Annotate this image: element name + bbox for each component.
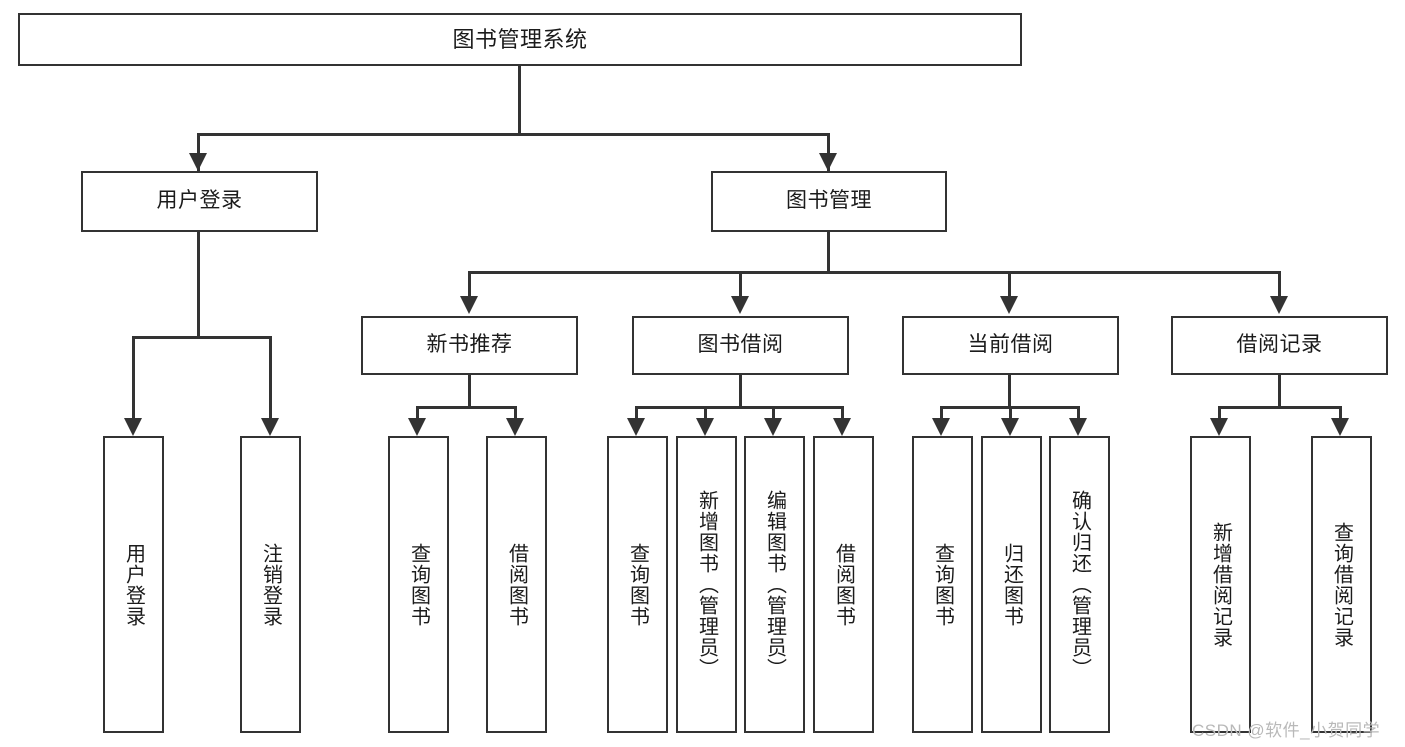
user-login-r	[269, 336, 272, 418]
record-bar	[1219, 406, 1342, 409]
arrow-lvl2-b	[731, 296, 749, 314]
node-level2-label: 当前借阅	[967, 333, 1054, 357]
node-level1-label: 用户登录	[156, 189, 243, 213]
root-stem	[518, 66, 521, 133]
node-leaf-label: 新增借阅记录	[1209, 521, 1232, 648]
recommend-l	[416, 406, 419, 418]
watermark: CSDN @软件_小贺同学	[1192, 721, 1381, 740]
node-level2-label: 借阅记录	[1236, 333, 1323, 357]
record-stem	[1278, 375, 1281, 406]
lvl2-bar	[469, 271, 1281, 274]
node-level2-new-book-recommend[interactable]: 新书推荐	[361, 316, 578, 375]
node-level1-label: 图书管理	[786, 189, 872, 213]
node-leaf-label: 新增图书（管理员）	[695, 490, 718, 679]
node-leaf-leaf-edit-book[interactable]: 编辑图书（管理员）	[744, 436, 805, 733]
current-stem	[1008, 375, 1011, 406]
arrow-leaf-e2	[1331, 418, 1349, 436]
user-login-bar	[133, 336, 272, 339]
node-leaf-leaf-return-book[interactable]: 归还图书	[981, 436, 1042, 733]
node-level1-user-login[interactable]: 用户登录	[81, 171, 318, 232]
current-3	[1077, 406, 1080, 418]
node-root-root[interactable]: 图书管理系统	[18, 13, 1022, 66]
node-leaf-leaf-borrow-book-1[interactable]: 借阅图书	[486, 436, 547, 733]
arrow-leaf-a2	[261, 418, 279, 436]
arrow-leaf-c1	[627, 418, 645, 436]
lvl2-c-drop	[1008, 271, 1011, 299]
node-leaf-leaf-query-book-3[interactable]: 查询图书	[912, 436, 973, 733]
node-leaf-label: 查询图书	[626, 542, 649, 627]
node-leaf-label: 借阅图书	[505, 542, 528, 627]
node-leaf-label: 确认归还（管理员）	[1068, 490, 1091, 679]
book-manage-drop	[827, 133, 830, 171]
arrow-user-login	[189, 153, 207, 171]
arrow-lvl2-a	[460, 296, 478, 314]
borrow-bar	[636, 406, 844, 409]
arrow-leaf-c3	[764, 418, 782, 436]
borrow-1	[635, 406, 638, 418]
lvl2-a-drop	[468, 271, 471, 299]
node-leaf-leaf-user-login[interactable]: 用户登录	[103, 436, 164, 733]
node-leaf-label: 编辑图书（管理员）	[763, 490, 786, 679]
borrow-stem	[739, 375, 742, 406]
node-level1-book-manage[interactable]: 图书管理	[711, 171, 947, 232]
user-login-drop	[197, 133, 200, 171]
node-leaf-label: 注销登录	[259, 542, 282, 627]
arrow-leaf-b2	[506, 418, 524, 436]
arrow-leaf-d2	[1001, 418, 1019, 436]
arrow-leaf-e1	[1210, 418, 1228, 436]
node-leaf-label: 用户登录	[122, 542, 145, 627]
node-leaf-leaf-borrow-book-2[interactable]: 借阅图书	[813, 436, 874, 733]
node-leaf-leaf-query-record[interactable]: 查询借阅记录	[1311, 436, 1372, 733]
arrow-leaf-c2	[696, 418, 714, 436]
root-bar	[198, 133, 830, 136]
node-level2-borrow-record[interactable]: 借阅记录	[1171, 316, 1388, 375]
node-level2-book-borrow[interactable]: 图书借阅	[632, 316, 849, 375]
borrow-2	[704, 406, 707, 418]
node-level2-label: 图书借阅	[697, 333, 784, 357]
arrow-leaf-d1	[932, 418, 950, 436]
arrow-leaf-c4	[833, 418, 851, 436]
borrow-4	[841, 406, 844, 418]
recommend-r	[514, 406, 517, 418]
recommend-stem	[468, 375, 471, 406]
lvl2-b-drop	[739, 271, 742, 299]
lvl2-d-drop	[1278, 271, 1281, 299]
arrow-lvl2-d	[1270, 296, 1288, 314]
node-root-label: 图书管理系统	[452, 26, 588, 52]
node-leaf-label: 查询借阅记录	[1330, 521, 1353, 648]
recommend-bar	[417, 406, 517, 409]
arrow-leaf-a1	[124, 418, 142, 436]
book-manage-stem	[827, 232, 830, 271]
borrow-3	[772, 406, 775, 418]
arrow-leaf-b1	[408, 418, 426, 436]
current-1	[940, 406, 943, 418]
node-leaf-leaf-confirm-return[interactable]: 确认归还（管理员）	[1049, 436, 1110, 733]
node-leaf-label: 查询图书	[931, 542, 954, 627]
arrow-lvl2-c	[1000, 296, 1018, 314]
node-leaf-leaf-query-book-2[interactable]: 查询图书	[607, 436, 668, 733]
node-leaf-leaf-user-logout[interactable]: 注销登录	[240, 436, 301, 733]
user-login-stem	[197, 232, 200, 336]
record-2	[1339, 406, 1342, 418]
node-level2-label: 新书推荐	[426, 333, 513, 357]
arrow-leaf-d3	[1069, 418, 1087, 436]
node-leaf-leaf-add-book[interactable]: 新增图书（管理员）	[676, 436, 737, 733]
record-1	[1218, 406, 1221, 418]
node-level2-current-borrow[interactable]: 当前借阅	[902, 316, 1119, 375]
node-leaf-leaf-add-record[interactable]: 新增借阅记录	[1190, 436, 1251, 733]
current-2	[1009, 406, 1012, 418]
node-leaf-leaf-query-book-1[interactable]: 查询图书	[388, 436, 449, 733]
arrow-book-manage	[819, 153, 837, 171]
node-leaf-label: 归还图书	[1000, 542, 1023, 627]
user-login-l	[132, 336, 135, 418]
node-leaf-label: 查询图书	[407, 542, 430, 627]
node-leaf-label: 借阅图书	[832, 542, 855, 627]
